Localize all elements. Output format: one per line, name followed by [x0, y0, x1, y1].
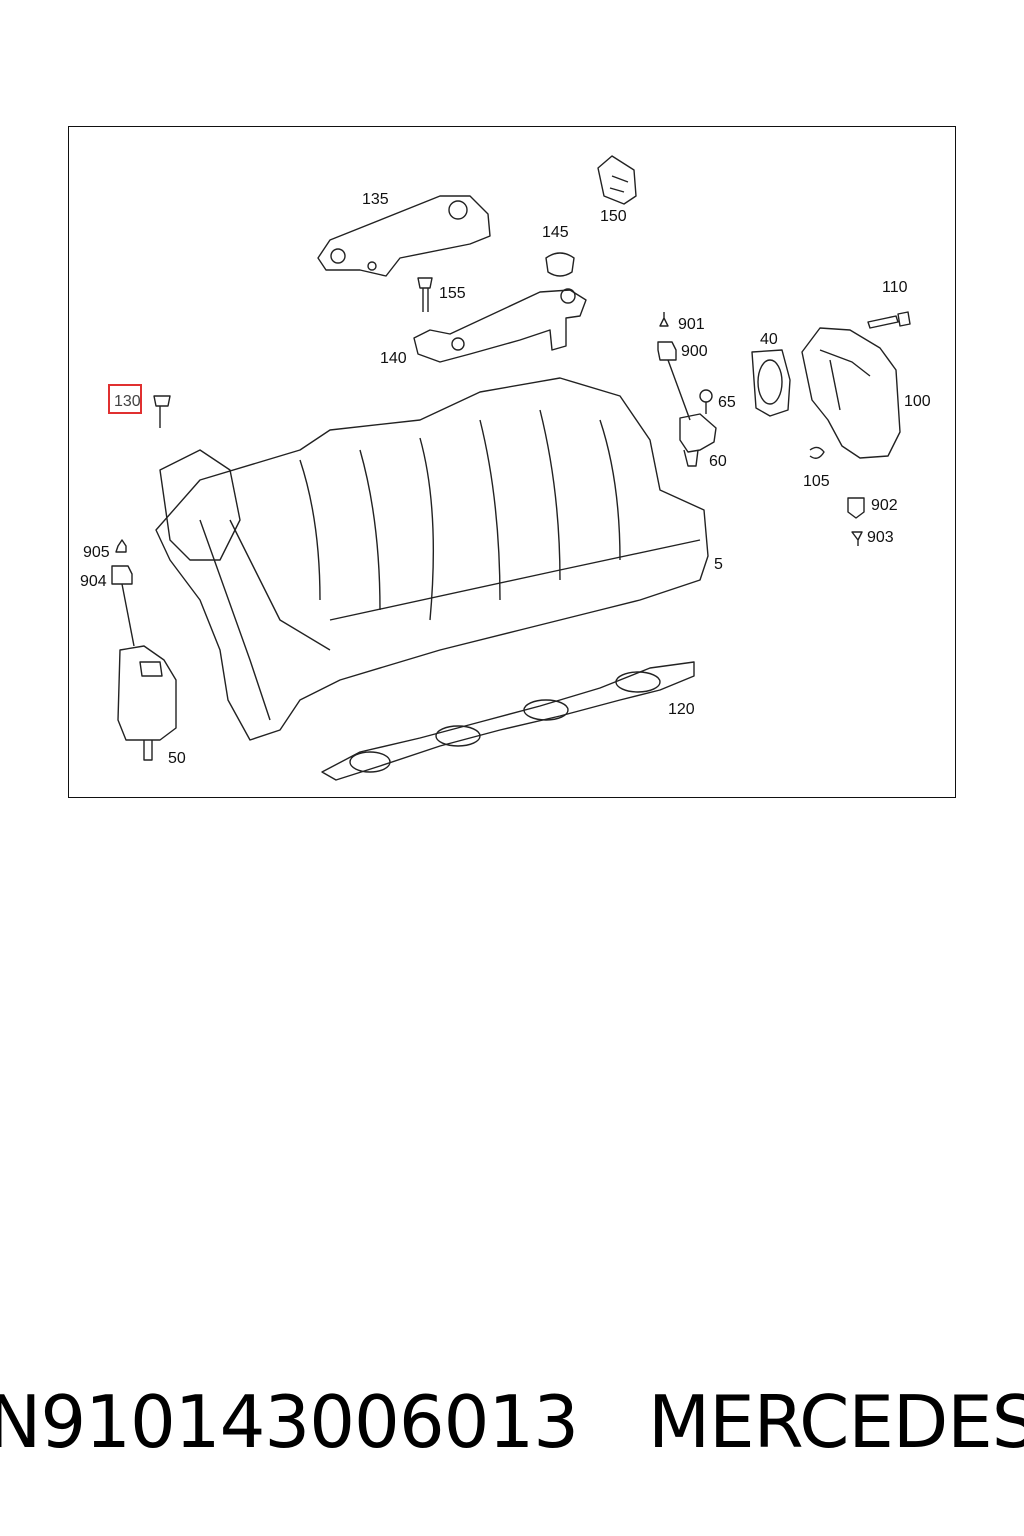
callout-105: 105: [803, 473, 830, 490]
part-5-manifold: [155, 377, 709, 741]
part-150-clip: [597, 155, 637, 205]
part-caption: N910143006013 MERCEDES: [0, 1380, 1024, 1470]
part-905-pin: [115, 539, 127, 553]
callout-140: 140: [380, 350, 407, 367]
part-902-plug: [847, 497, 865, 519]
part-903-pin: [851, 531, 863, 546]
part-65-screw: [699, 389, 713, 403]
callout-60: 60: [709, 453, 727, 470]
part-number: N910143006013: [0, 1380, 579, 1464]
highlighted-callout-130[interactable]: 130: [108, 384, 142, 414]
callout-903: 903: [867, 529, 894, 546]
part-155-bolt: [417, 277, 433, 312]
callout-130: 130: [114, 393, 141, 410]
part-100-throttle-body: [801, 327, 901, 459]
callout-110: 110: [882, 279, 908, 296]
callout-900: 900: [681, 343, 708, 360]
callout-901: 901: [678, 316, 705, 333]
callout-135: 135: [362, 191, 389, 208]
callout-65: 65: [718, 394, 736, 411]
callout-5: 5: [714, 556, 723, 573]
part-130-bolt: [153, 395, 171, 428]
part-904-plug: [111, 565, 133, 585]
diagram-frame: [68, 126, 956, 798]
callout-40: 40: [760, 331, 778, 348]
part-120-gasket: [321, 661, 695, 781]
part-105-clip: [809, 446, 825, 459]
part-901-pin: [659, 312, 669, 327]
part-145-cap: [545, 252, 575, 277]
callout-150: 150: [600, 208, 627, 225]
part-110-bolt: [867, 311, 911, 329]
part-900-plug: [657, 341, 677, 361]
part-140-bracket: [413, 289, 587, 363]
part-135-bracket: [317, 195, 491, 277]
callout-120: 120: [668, 701, 695, 718]
callout-902: 902: [871, 497, 898, 514]
callout-904: 904: [80, 573, 107, 590]
brand-name: MERCEDES: [648, 1380, 1024, 1464]
callout-145: 145: [542, 224, 569, 241]
part-60-sensor: [679, 413, 717, 453]
callout-50: 50: [168, 750, 186, 767]
callout-155: 155: [439, 285, 466, 302]
part-40-gasket: [751, 349, 791, 417]
callout-905: 905: [83, 544, 110, 561]
callout-100: 100: [904, 393, 931, 410]
part-50-valve: [117, 645, 177, 741]
